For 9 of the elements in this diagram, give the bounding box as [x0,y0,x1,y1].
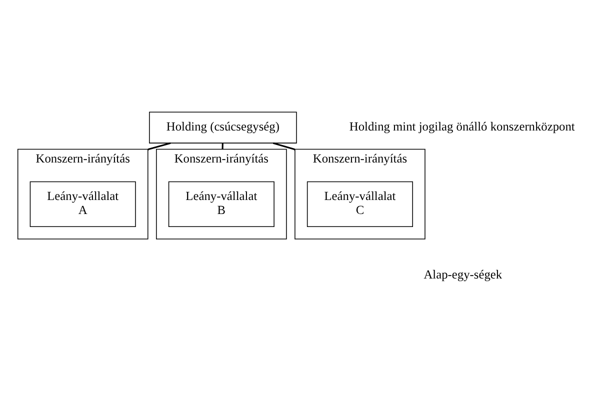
connector [272,142,296,150]
node-box: Leány-vállalat A [30,180,136,227]
connector [147,142,171,150]
label: Holding mint jogilag önálló konszernközpont [349,119,575,134]
node-box: Leány-vállalat B [168,180,274,227]
label: Alap-egy-ségek [424,266,502,281]
node-box: Holding (csúcsegység) [149,111,297,143]
node-box: Leány-vállalat C [306,180,413,227]
connector [222,142,224,149]
